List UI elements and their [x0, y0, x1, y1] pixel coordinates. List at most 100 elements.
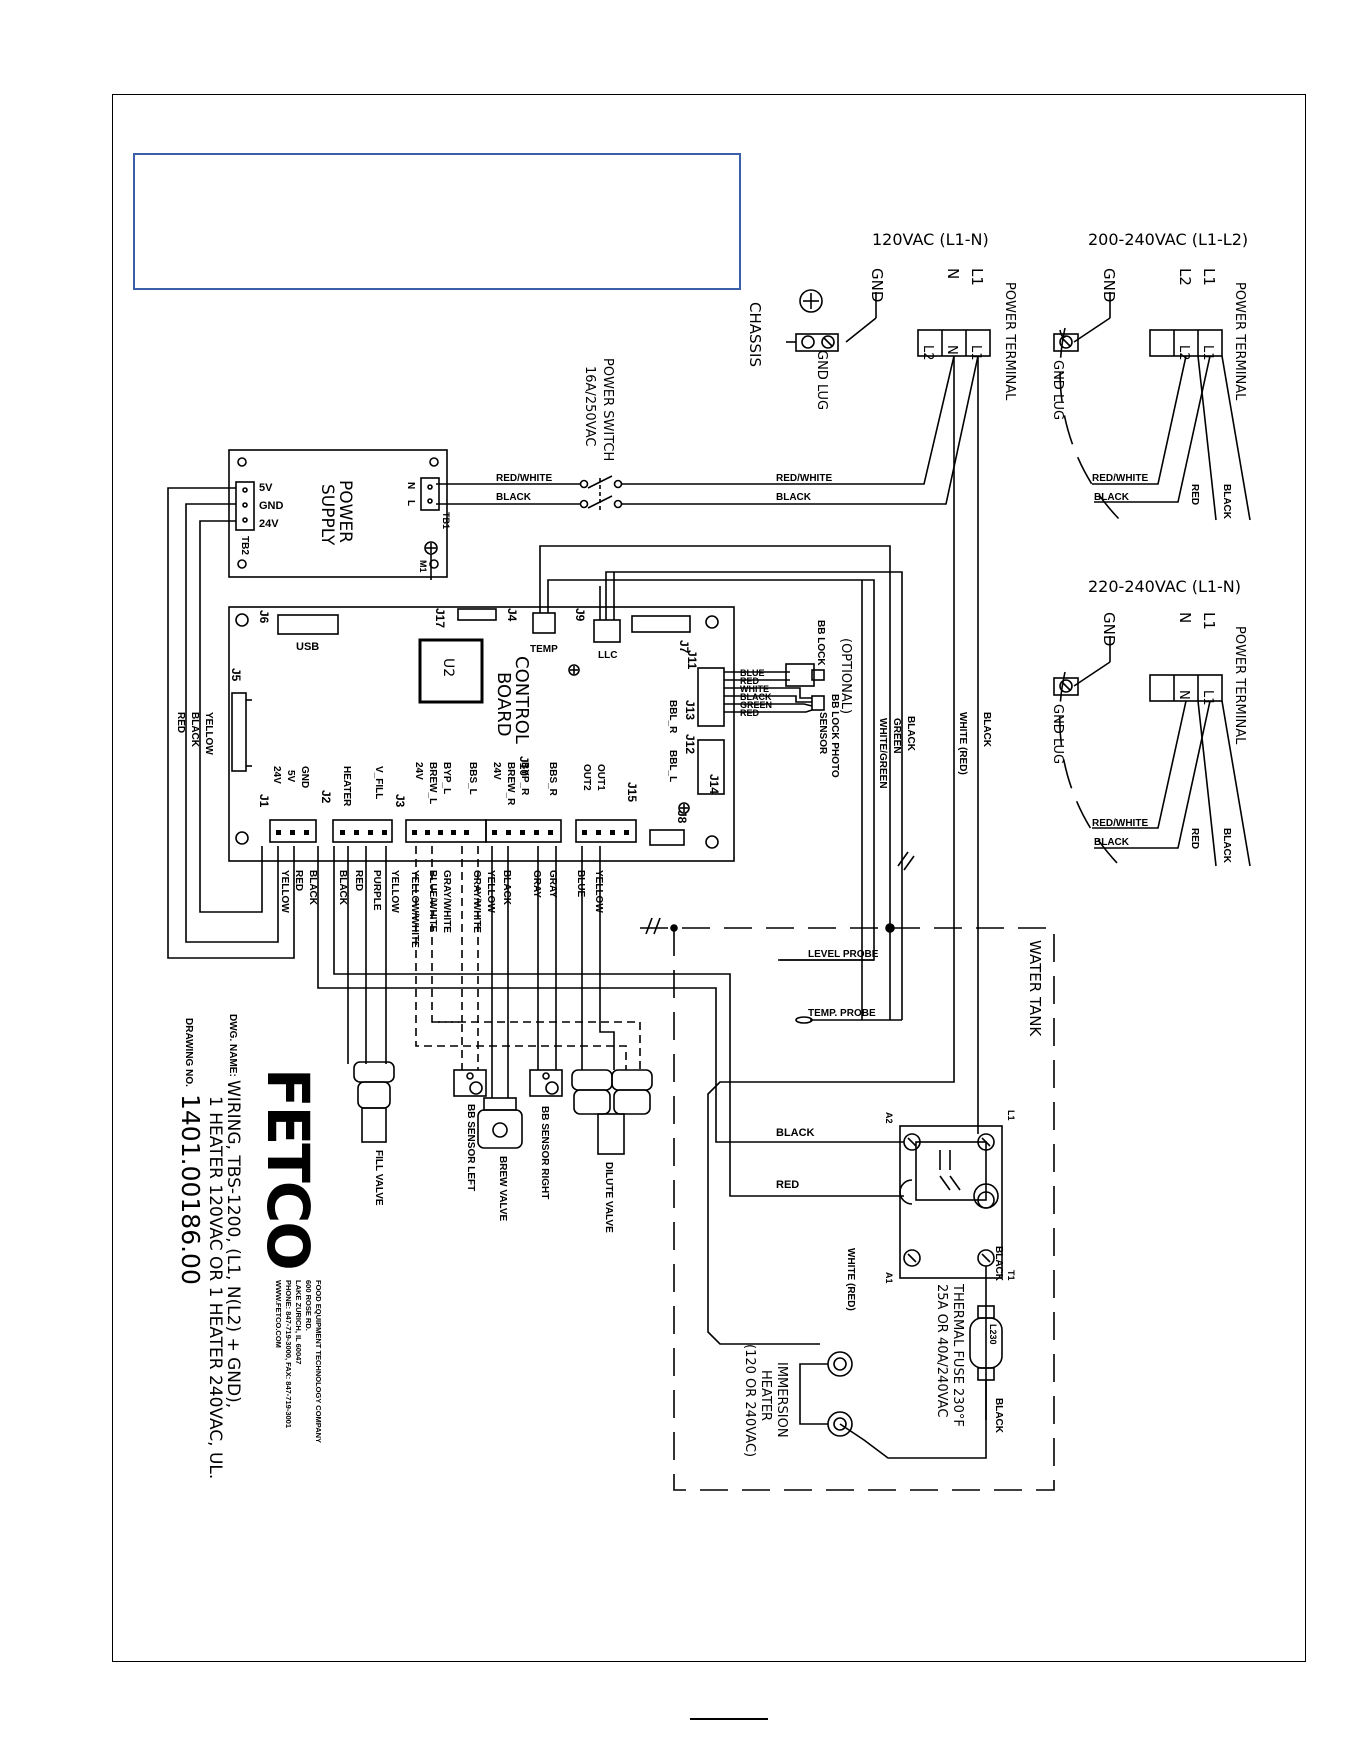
- ps-wire-yellow: YELLOW: [203, 712, 214, 755]
- conn-j9: J9: [573, 608, 587, 622]
- llc-label: LLC: [598, 650, 617, 661]
- bb-lock-label: BB LOCK: [815, 620, 826, 666]
- bbl-r: BBL_R: [667, 700, 678, 734]
- t220-wire-red: RED: [1189, 828, 1200, 849]
- power-terminal-220: N L1 N L1 POWER TERMINAL GND GND LUG RED…: [1050, 612, 1251, 867]
- heater-label: IMMERSION: [774, 1362, 789, 1438]
- dwg-name2: 1 HEATER 120VAC OR 1 HEATER 240VAC, UL.: [205, 1096, 225, 1479]
- t220-title: POWER TERMINAL: [1232, 626, 1247, 745]
- lock-wire-blue: BLUE: [740, 668, 765, 678]
- conn-j11: J11: [685, 650, 699, 670]
- vw-red-j2: RED: [353, 870, 364, 891]
- relay-a1: A1: [884, 1272, 894, 1284]
- t200-wire-rw: RED/WHITE: [1092, 473, 1148, 484]
- bb-sensor-left: BB SENSOR LEFT: [453, 1069, 487, 1191]
- switch-rating: 16A/250VAC: [582, 366, 597, 446]
- brew-valve: BREW VALVE: [477, 1097, 523, 1222]
- t200-gnd: GND: [1100, 268, 1118, 302]
- level-probe: LEVEL PROBE: [808, 949, 879, 960]
- usb-label: USB: [296, 641, 319, 653]
- t120-n-label: N: [944, 268, 962, 279]
- t220-l1-label: L1: [1200, 612, 1218, 630]
- t220-wire-black: BLACK: [1221, 828, 1232, 864]
- fuse-rating: 25A OR 40A/240VAC: [934, 1284, 949, 1417]
- conn-j5: J5: [229, 668, 243, 682]
- probe-wiring: WHITE/GREEN GREEN BLACK LEVEL PROBE TEMP…: [539, 545, 916, 1024]
- j3-24v: 24V: [413, 762, 424, 780]
- valve-wiring: BLACK RED YELLOW BLACK RED PURPLE YELLOW…: [279, 846, 641, 1098]
- control-board: U2 CONTROL BOARD USB J6 J17 J5 J4 TEMP J…: [228, 606, 735, 862]
- t120-l1-label: L1: [968, 268, 986, 286]
- drawing-no-label: DRAWING NO.: [183, 1018, 194, 1087]
- vw-yellow-j1: YELLOW: [279, 870, 290, 913]
- fill-valve: FILL VALVE: [353, 1061, 395, 1206]
- ps-n: N: [405, 482, 416, 489]
- temp-probe: TEMP. PROBE: [808, 1008, 876, 1019]
- t220-gnd: GND: [1100, 612, 1118, 646]
- t220-wire-rw: RED/WHITE: [1092, 818, 1148, 829]
- dilute-valve: DILUTE VALVE: [571, 1069, 653, 1233]
- t220-l1: L1: [1200, 690, 1215, 706]
- j3-bbs: BBS_L: [467, 762, 478, 795]
- bb-sensor-right: BB SENSOR RIGHT: [529, 1069, 563, 1199]
- vw-red-j1: RED: [293, 870, 304, 891]
- company-name: FOOD EQUIPMENT TECHNOLOGY COMPANY: [314, 1280, 323, 1443]
- t120-gnd: GND: [868, 268, 886, 302]
- gnd-lug-label: GND LUG: [814, 350, 829, 410]
- j3-byp: BYP_L: [441, 762, 452, 794]
- sw-wire-rw-right: RED/WHITE: [776, 473, 832, 484]
- conn-j7: J7: [677, 640, 691, 654]
- water-tank: [640, 927, 1055, 1491]
- heater-wire-white: WHITE (RED): [957, 712, 968, 775]
- sensor-right-label: BB SENSOR RIGHT: [539, 1106, 550, 1199]
- bottom-rule: [690, 1718, 768, 1720]
- conn-j15: J15: [625, 782, 639, 802]
- bb-lock-sensor: SENSOR: [817, 712, 828, 755]
- t200-wire-black: BLACK: [1221, 484, 1232, 520]
- conn-j1: J1: [257, 794, 271, 808]
- j10-brew: BREW_R: [505, 762, 516, 806]
- j15-out2: OUT2: [581, 764, 592, 791]
- probe-wire-black: BLACK: [905, 716, 916, 752]
- relay-wire-black: BLACK: [776, 1127, 815, 1139]
- ps-wire-black: BLACK: [189, 712, 200, 748]
- power-switch: POWER SWITCH 16A/250VAC RED/WHITE BLACK …: [436, 355, 979, 512]
- tank-title: WATER TANK: [1026, 940, 1044, 1037]
- probe-wire-green: GREEN: [891, 718, 902, 754]
- j1-24v: 24V: [271, 766, 282, 784]
- fill-valve-label: FILL VALVE: [373, 1150, 384, 1206]
- t220-n-label: N: [1176, 612, 1194, 623]
- ps-pin-gnd: GND: [259, 500, 284, 512]
- heater-label2: HEATER: [758, 1370, 773, 1421]
- vw-yellow-j10: YELLOW: [485, 870, 496, 913]
- bb-lock: (OPTIONAL) BB LOCK BB LOCK PHOTO SENSOR …: [724, 620, 853, 778]
- relay-wire-red: RED: [776, 1179, 799, 1191]
- heater-label3: (120 OR 240VAC): [742, 1344, 757, 1457]
- solid-state-relay: L1 T1 A1 A2 BLACK RED: [317, 846, 1016, 1420]
- conn-j3: J3: [393, 794, 407, 808]
- t200-l2: L2: [1176, 345, 1191, 361]
- vw-gray: GRAY: [531, 870, 542, 898]
- t200-gnd-lug: GND LUG: [1050, 360, 1065, 420]
- ps-pin-5v: 5V: [259, 482, 273, 494]
- vw-black-j2: BLACK: [337, 870, 348, 906]
- vw-purple: PURPLE: [371, 870, 382, 911]
- j1-5v: 5V: [285, 770, 296, 783]
- t200-l1: L1: [1200, 345, 1215, 361]
- company-web: WWW.FETCO.COM: [274, 1280, 283, 1348]
- j2-vfill: V_FILL: [373, 766, 384, 799]
- vw-yellow-white: YELLOW/WHITE: [409, 870, 420, 948]
- notice-box: [133, 153, 741, 290]
- power-supply: POWER SUPPLY 5V GND 24V TB2 N L TB1 M1 R…: [167, 449, 451, 959]
- bb-lock-photo: BB LOCK PHOTO: [829, 694, 840, 778]
- relay-l1: L1: [1006, 1110, 1016, 1121]
- switch-title: POWER SWITCH: [600, 358, 615, 461]
- vw-blue: BLUE: [575, 870, 586, 898]
- fuse-wire-black2: BLACK: [993, 1398, 1004, 1434]
- t200-wire-red: RED: [1189, 484, 1200, 505]
- relay-a2: A2: [884, 1112, 894, 1124]
- brew-valve-label: BREW VALVE: [497, 1156, 508, 1222]
- t220-n: N: [1176, 690, 1191, 700]
- vw-gray-white2: GRAY/WHITE: [471, 870, 482, 933]
